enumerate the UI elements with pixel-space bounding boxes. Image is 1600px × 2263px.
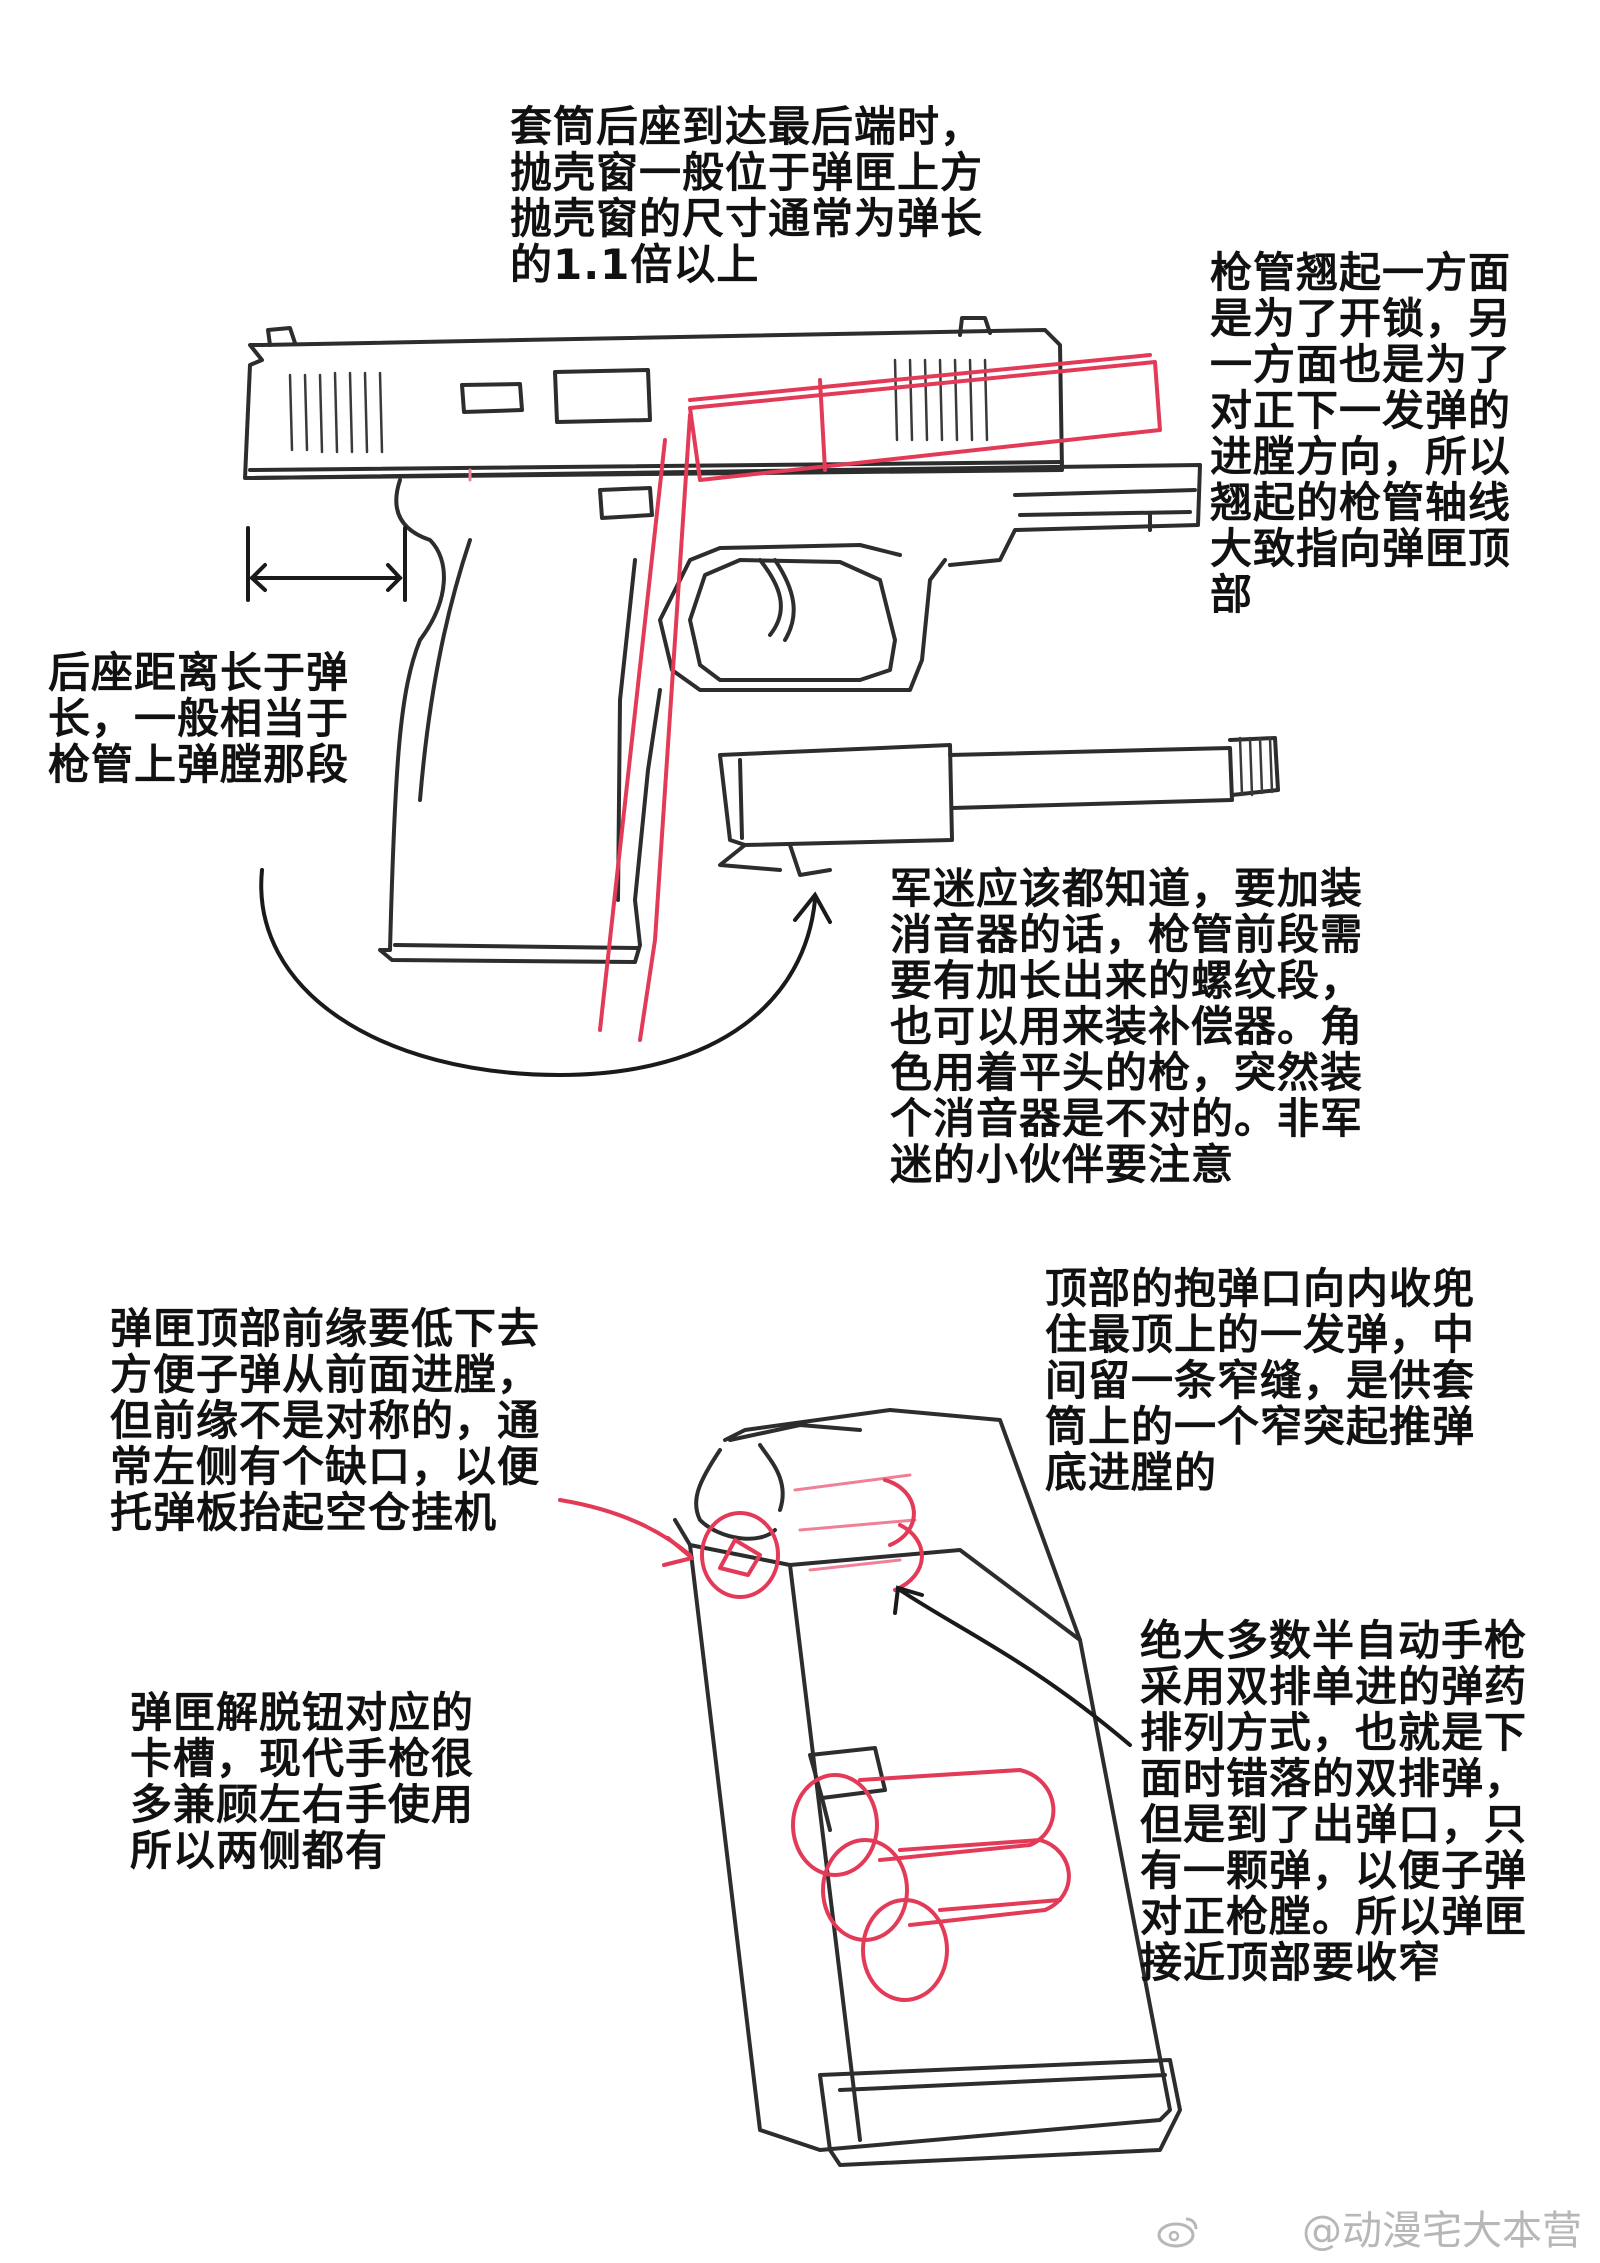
magazine-drawing	[675, 1410, 1180, 2165]
mag-release-notch-note: 弹匣解脱钮对应的 卡槽，现代手枪很 多兼顾左右手使用 所以两侧都有	[130, 1690, 474, 1874]
watermark: @动漫宅大本营	[1302, 2209, 1582, 2253]
feed-lips-note: 顶部的抱弹口向内收兜 住最顶上的一发弹，中 间留一条窄缝，是供套 筒上的一个窄突…	[1045, 1266, 1475, 1496]
magazine-red-rounds	[702, 1475, 1069, 2000]
barrel-tilt-note: 枪管翘起一方面 是为了开锁，另 一方面也是为了 对正下一发弹的 进膛方向，所以 …	[1210, 250, 1511, 618]
weibo-logo-icon	[1156, 2213, 1200, 2249]
recoil-distance-note: 后座距离长于弹 长，一般相当于 枪管上弹膛那段	[48, 650, 349, 788]
threaded-barrel-drawing	[720, 738, 1278, 875]
suppressor-note: 军迷应该都知道，要加装 消音器的话，枪管前段需 要有加长出来的螺纹段， 也可以用…	[890, 866, 1363, 1188]
barrel-curve-arrow	[261, 870, 830, 1075]
recoil-distance-arrow	[248, 528, 405, 600]
ejection-window-note: 套筒后座到达最后端时， 抛壳窗一般位于弹匣上方 抛壳窗的尺寸通常为弹长 的1.1…	[510, 104, 983, 288]
mag-front-edge-note: 弹匣顶部前缘要低下去 方便子弹从前面进膛， 但前缘不是对称的，通 常左侧有个缺口…	[110, 1306, 540, 1536]
double-stack-note: 绝大多数半自动手枪 采用双排单进的弹药 排列方式，也就是下 面时错落的双排弹， …	[1140, 1618, 1527, 1986]
